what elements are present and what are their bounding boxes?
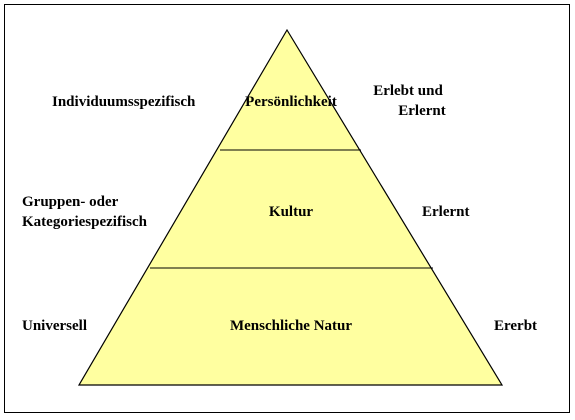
level-label-kultur: Kultur bbox=[269, 204, 314, 220]
scope-label-universell: Universell bbox=[22, 318, 87, 334]
origin-label-erlebt-line1: Erlebt und bbox=[373, 83, 443, 99]
scope-label-gruppen-line2: Kategoriespezifisch bbox=[22, 214, 148, 230]
frame-border bbox=[4, 4, 570, 413]
level-label-menschliche-natur: Menschliche Natur bbox=[230, 318, 352, 334]
pyramid-shape bbox=[77, 28, 504, 386]
origin-label-erlernt: Erlernt bbox=[422, 204, 469, 220]
origin-label-erlebt-line2: Erlernt bbox=[398, 103, 445, 119]
origin-label-ererbt: Ererbt bbox=[494, 318, 537, 334]
scope-label-gruppen-line1: Gruppen- oder bbox=[22, 194, 119, 210]
scope-label-individuumsspezifisch: Individuumsspezifisch bbox=[52, 94, 196, 110]
level-label-persoenlichkeit: Persönlichkeit bbox=[245, 94, 337, 110]
